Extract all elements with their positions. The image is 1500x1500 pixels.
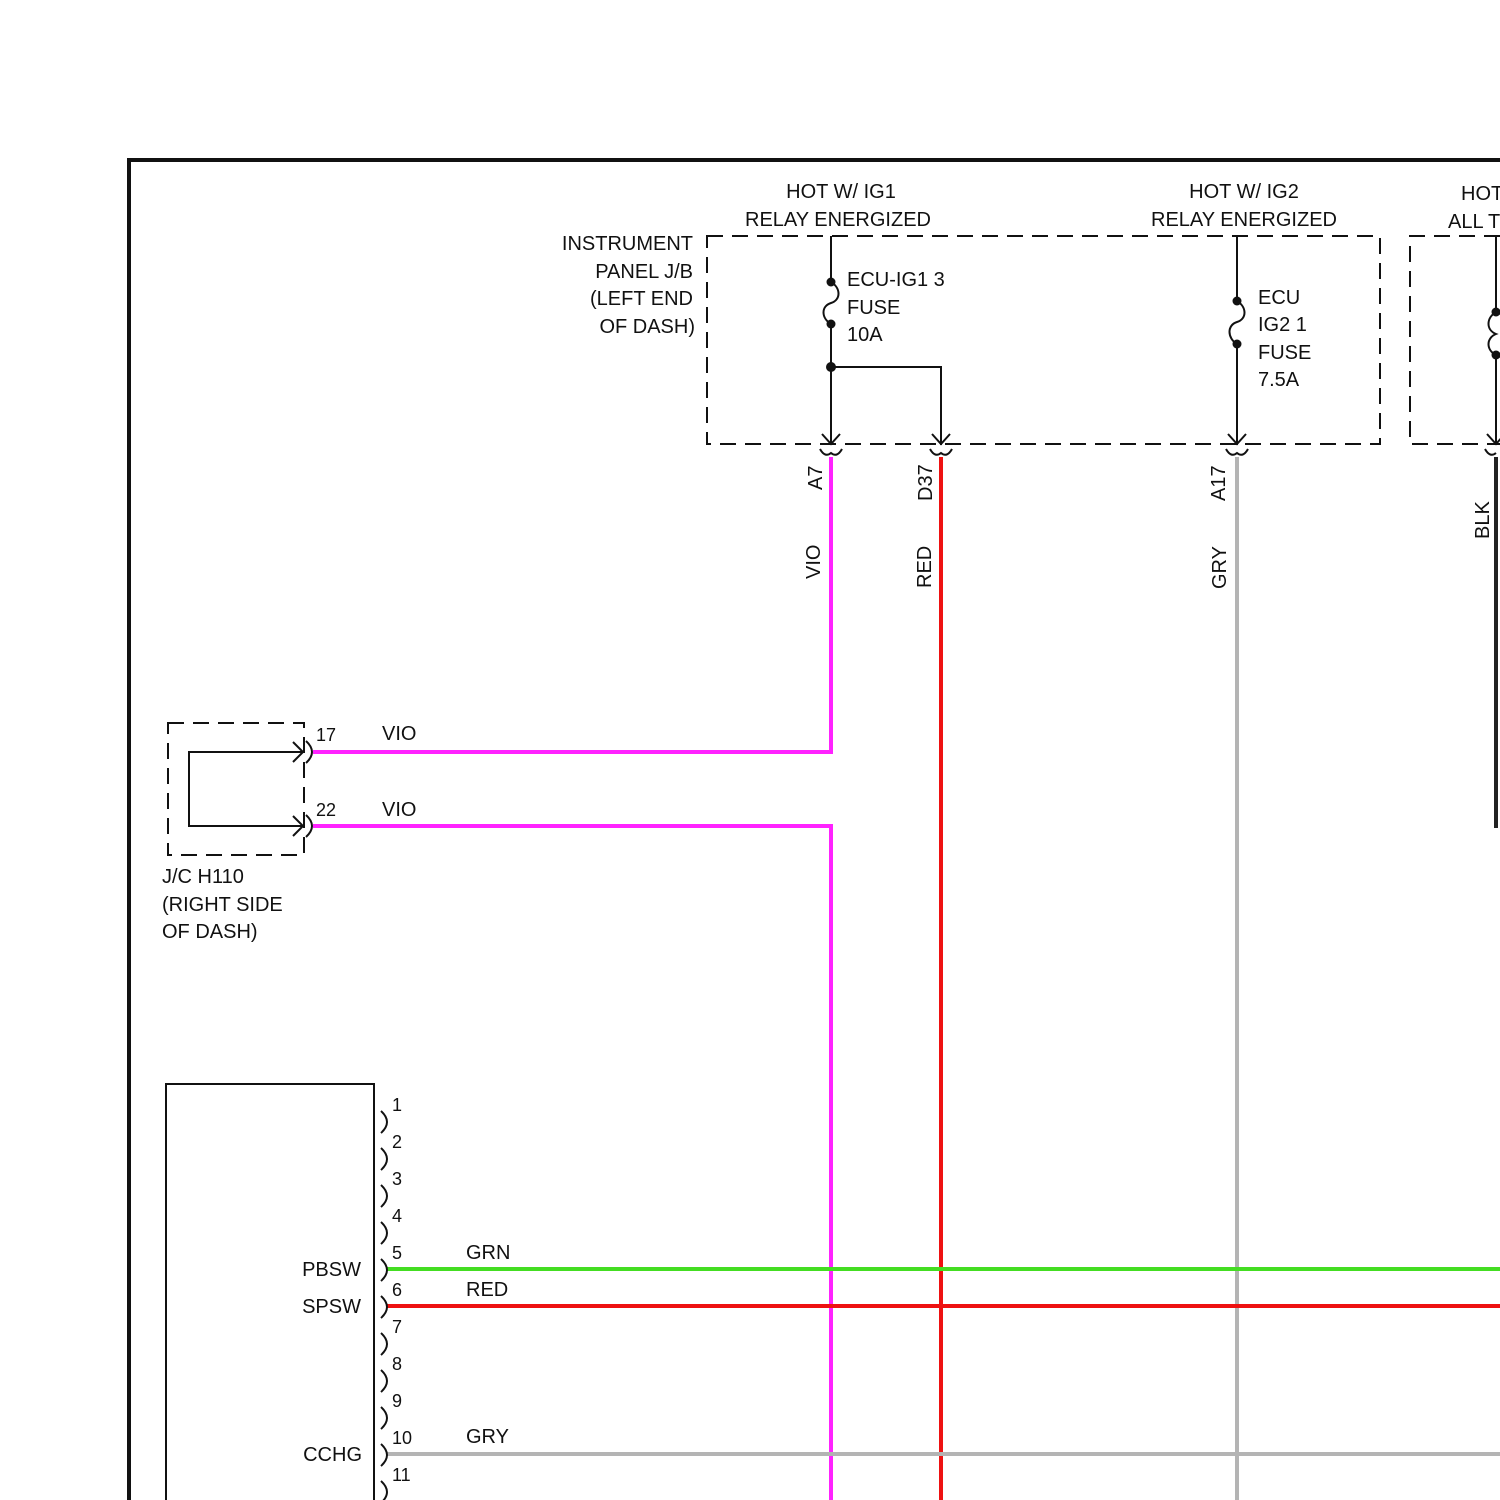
jc-h110-pin-17: 17 xyxy=(316,725,336,745)
jc-h110-label-line1: J/C H110 xyxy=(162,866,244,888)
ecu-pin-number: 11 xyxy=(392,1465,411,1485)
ecu-ig2-fuse-line3: FUSE xyxy=(1258,342,1311,364)
ecu-pin-number: 7 xyxy=(392,1317,402,1337)
ecu-pin-number: 3 xyxy=(392,1169,402,1189)
ecu-signal-cchg: CCHG xyxy=(303,1444,362,1466)
instrument-panel-jb-box xyxy=(707,236,1380,444)
hot-all-times-fuse xyxy=(1487,236,1500,445)
wire-vio-22 xyxy=(313,826,831,1500)
ecu-ig1-fuse-line3: 10A xyxy=(847,324,883,346)
ecu-pin-cup xyxy=(381,1407,387,1429)
ecu-pin-number: 2 xyxy=(392,1132,402,1152)
ecu-pin-cup xyxy=(381,1111,387,1133)
ecu-pin-cup xyxy=(381,1481,387,1500)
jb-label-line3: (LEFT END xyxy=(590,288,693,310)
ecu-pin-cup xyxy=(381,1370,387,1392)
hot-all-header-line1: HOT xyxy=(1461,183,1500,205)
ig1-header-line1: HOT W/ IG1 xyxy=(786,181,896,203)
hot-all-header-line2: ALL T xyxy=(1448,211,1500,233)
jc-h110-label-line3: OF DASH) xyxy=(162,921,258,943)
ecu-pin-cup xyxy=(381,1444,387,1466)
wire-label-blk-vertical: BLK xyxy=(1472,501,1494,539)
ecu-pin-cup xyxy=(381,1259,387,1281)
ecu-pin-number: 10 xyxy=(392,1428,412,1448)
connector-a7-label: A7 xyxy=(805,466,827,490)
ecu-pin-number: 6 xyxy=(392,1280,402,1300)
wire-label-vio-22: VIO xyxy=(382,799,416,821)
ecu-pin-cup xyxy=(381,1333,387,1355)
wire-label-gry-pin10: GRY xyxy=(466,1426,509,1448)
jb-label-line2: PANEL J/B xyxy=(595,261,693,283)
ig1-header-line2: RELAY ENERGIZED xyxy=(745,209,931,231)
jb-label-line1: INSTRUMENT xyxy=(562,233,693,255)
ecu-ig2-fuse-line1: ECU xyxy=(1258,287,1300,309)
ecu-signal-spsw: SPSW xyxy=(302,1296,361,1318)
ecu-ig2-fuse xyxy=(1228,236,1246,445)
ecu-pin-cup xyxy=(381,1296,387,1318)
wire-label-vio-vertical: VIO xyxy=(803,545,825,579)
jc-h110-label-line2: (RIGHT SIDE xyxy=(162,894,283,916)
connector-cups xyxy=(820,449,1496,455)
ecu-pin-cup xyxy=(381,1148,387,1170)
wire-vio-a7 xyxy=(313,457,831,752)
jc-h110-pin-22: 22 xyxy=(316,800,336,820)
ecu-pin-number: 8 xyxy=(392,1354,402,1374)
wire-label-vio-17: VIO xyxy=(382,723,416,745)
ecu-pin-cup xyxy=(381,1185,387,1207)
ecu-pin-number: 4 xyxy=(392,1206,402,1226)
ecu-ig2-fuse-line4: 7.5A xyxy=(1258,369,1300,391)
ecu-pin-number: 5 xyxy=(392,1243,402,1263)
hot-all-times-box xyxy=(1410,236,1500,444)
connector-a17-label: A17 xyxy=(1208,465,1230,501)
wire-label-red-pin6: RED xyxy=(466,1279,508,1301)
connector-d37-label: D37 xyxy=(915,464,937,501)
ecu-connector-pins: 1 2 3 4 5 6 7 8 9 10 11 xyxy=(381,1095,412,1500)
jb-label-line4: OF DASH) xyxy=(599,316,695,338)
ig2-header-line1: HOT W/ IG2 xyxy=(1189,181,1299,203)
wire-label-grn-pin5: GRN xyxy=(466,1242,510,1264)
ecu-ig2-fuse-line2: IG2 1 xyxy=(1258,314,1307,336)
ecu-pin-number: 1 xyxy=(392,1095,402,1115)
wire-label-red-vertical: RED xyxy=(914,546,936,588)
ecu-ig1-fuse-line2: FUSE xyxy=(847,297,900,319)
wire-label-gry-vertical: GRY xyxy=(1209,546,1231,589)
ecu-component-box xyxy=(166,1084,374,1500)
ecu-pin-cup xyxy=(381,1222,387,1244)
ecu-signal-pbsw: PBSW xyxy=(302,1259,361,1281)
ig2-header-line2: RELAY ENERGIZED xyxy=(1151,209,1337,231)
ecu-ig1-fuse-line1: ECU-IG1 3 xyxy=(847,269,945,291)
ecu-pin-number: 9 xyxy=(392,1391,402,1411)
jc-h110-internal-jumper xyxy=(189,741,312,837)
ecu-ig1-fuse xyxy=(822,236,950,445)
wires xyxy=(313,457,1500,1500)
